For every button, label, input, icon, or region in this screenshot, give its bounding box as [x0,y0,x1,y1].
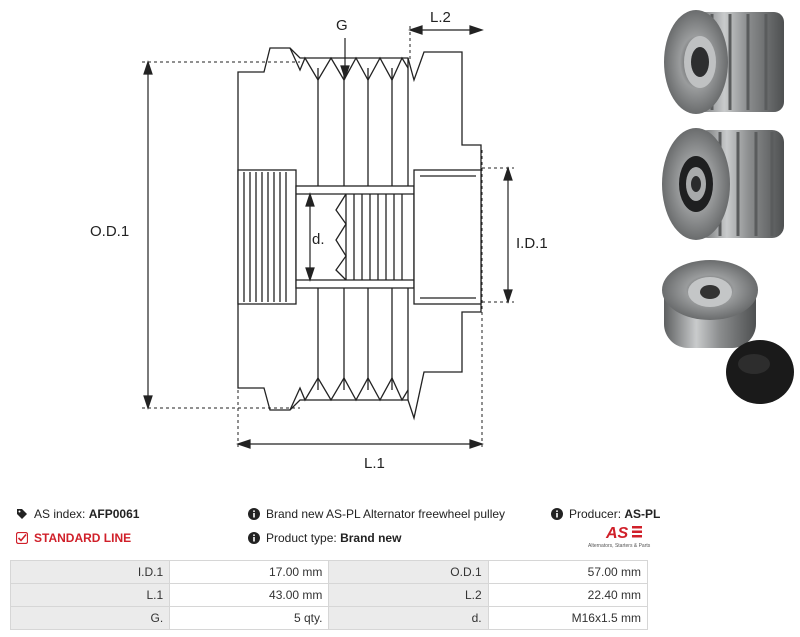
spec-value: 43.00 mm [169,583,330,607]
dim-label-g: G [336,17,348,34]
tag-icon [17,509,27,519]
dim-label-od1: O.D.1 [90,223,129,240]
spec-label: G. [9,606,171,630]
standard-line-label: STANDARD LINE [34,531,132,545]
dim-label-l2: L.2 [430,9,451,26]
info-icon [551,508,563,520]
description: Brand new AS-PL Alternator freewheel pul… [248,507,505,521]
dim-label-l1: L.1 [364,455,385,472]
table-row: I.D.1 17.00 mm O.D.1 57.00 mm [9,560,649,584]
description-text: Brand new AS-PL Alternator freewheel pul… [266,507,506,521]
photo-pulley-with-cap [662,260,794,404]
pulley-outline [237,47,482,421]
checkbox-checked-icon [16,532,28,544]
pulley-technical-drawing: G L.2 O.D.1 d. I.D.1 L.1 [90,9,548,472]
specifications-table: I.D.1 17.00 mm O.D.1 57.00 mm L.1 43.00 … [9,560,649,630]
spec-label: I.D.1 [9,560,171,584]
dim-label-id1: I.D.1 [516,235,548,252]
product-type: Product type: Brand new [248,531,401,545]
spec-value: M16x1.5 mm [487,606,649,630]
spec-label: L.2 [328,583,489,607]
as-index: AS index: AFP0061 [16,507,139,521]
logo-tagline: Alternators, Starters & Parts [588,543,651,549]
spec-label: O.D.1 [328,560,489,584]
product-type-label: Product type: [266,531,337,545]
as-logo-mark: AS [605,525,642,541]
as-index-label: AS index: [34,507,86,521]
spec-value: 22.40 mm [487,583,649,607]
as-index-value: AFP0061 [88,507,140,521]
standard-line: STANDARD LINE [16,531,131,545]
producer-label: Producer: [569,507,622,521]
spec-value: 17.00 mm [169,560,330,584]
photo-pulley-side [664,10,784,114]
product-photos [662,10,794,404]
spec-label: d. [328,606,489,630]
product-type-value: Brand new [340,531,402,545]
spec-value: 5 qty. [169,606,330,630]
info-icon [248,532,260,544]
producer: Producer: AS-PL [551,507,660,521]
spec-value: 57.00 mm [487,560,649,584]
svg-text:AS: AS [605,525,629,541]
spec-label: L.1 [9,583,171,607]
photo-pulley-front [662,128,784,240]
table-row: L.1 43.00 mm L.2 22.40 mm [9,583,649,607]
producer-value: AS-PL [624,507,661,521]
dim-label-d: d. [312,231,325,248]
table-row: G. 5 qty. d. M16x1.5 mm [9,606,649,630]
as-pl-logo: AS Alternators, Starters & Parts [588,523,650,551]
info-icon [248,508,260,520]
